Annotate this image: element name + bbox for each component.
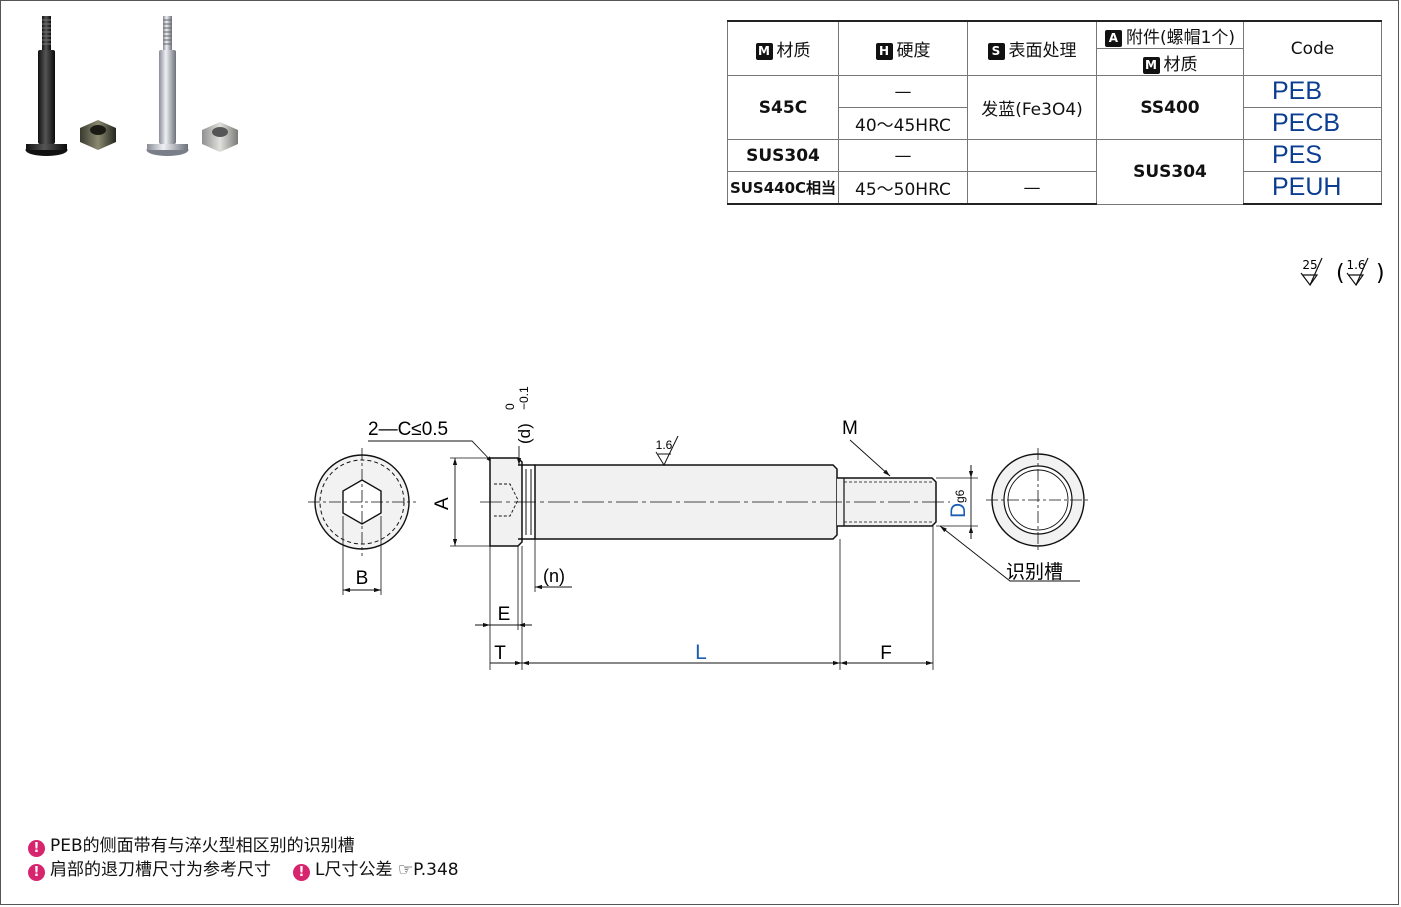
cell-hardness-sus304: — xyxy=(838,139,968,172)
cell-material-sus440c: SUS440C相当 xyxy=(727,171,839,205)
paren-close: ) xyxy=(1376,261,1385,286)
technical-drawing: B 2—C≤0.5 (d) 0 −0.1 1.6 M A D g6 识别槽 xyxy=(308,386,1090,670)
side-view-bolt xyxy=(480,457,950,547)
roughness-specified: 1.6 xyxy=(1346,258,1365,272)
dim-e: E xyxy=(498,604,511,625)
note-2: !PEB的侧面带有与淬火型相区别的识别槽肩部的退刀槽尺寸为参考尺寸!L尺寸公差 … xyxy=(28,858,459,882)
dim-f: F xyxy=(880,643,892,664)
warning-icon: ! xyxy=(28,864,45,881)
dim-d-tol-lower: −0.1 xyxy=(517,386,531,410)
dim-n: (n) xyxy=(543,566,565,586)
code-pecb[interactable]: PECB xyxy=(1243,107,1382,140)
note-1: !PEB的侧面带有与淬火型相区别的识别槽 xyxy=(28,834,459,858)
cell-hardness-sus440c: 45～50HRC xyxy=(838,171,968,205)
paren-open: ( xyxy=(1336,261,1345,286)
black-shoulder-bolt xyxy=(25,16,68,156)
thread-label: M xyxy=(842,418,858,439)
warning-icon: ! xyxy=(28,840,45,857)
accessory-badge: A xyxy=(1104,29,1122,47)
material-badge: M xyxy=(755,43,773,60)
cell-hardness-s45c-2: 40～45HRC xyxy=(838,107,968,140)
pointing-hand-icon: ☞ xyxy=(397,860,414,880)
dim-t: T xyxy=(494,643,506,664)
silver-hex-nut xyxy=(202,122,238,152)
warning-icon: ! xyxy=(293,864,310,881)
code-pes[interactable]: PES xyxy=(1243,139,1382,172)
cell-surface-sus440c: — xyxy=(967,171,1097,205)
page-reference[interactable]: P.348 xyxy=(413,860,459,880)
cell-material-s45c: S45C xyxy=(727,75,839,140)
cell-nut-s45c: SS400 xyxy=(1096,75,1244,140)
roughness-symbol: 25 ( 1.6 ) xyxy=(1300,257,1385,287)
groove-label: 识别槽 xyxy=(1006,561,1063,583)
dim-d-shaft-tol: g6 xyxy=(953,489,967,503)
roughness-general: 25 xyxy=(1302,258,1317,272)
product-photo xyxy=(25,16,238,156)
cell-material-sus304: SUS304 xyxy=(727,139,839,172)
surface-badge: S xyxy=(987,43,1005,60)
dim-l: L xyxy=(695,641,707,664)
cell-nut-sus304: SUS304 xyxy=(1096,139,1244,205)
code-peb[interactable]: PEB xyxy=(1243,75,1382,108)
header-code: Code xyxy=(1243,20,1382,76)
hardness-badge: H xyxy=(875,43,893,60)
cell-hardness-s45c-1: — xyxy=(838,75,968,108)
black-hex-nut xyxy=(80,120,116,150)
silver-shoulder-bolt xyxy=(146,16,189,156)
cell-surface-s45c: 发蓝(Fe3O4) xyxy=(967,75,1097,140)
dim-a: A xyxy=(432,497,453,510)
accessory-material-badge: M xyxy=(1142,56,1160,74)
dim-b: B xyxy=(356,568,369,589)
face-roughness: 1.6 xyxy=(656,438,673,452)
code-peuh[interactable]: PEUH xyxy=(1243,171,1382,205)
chamfer-note: 2—C≤0.5 xyxy=(368,419,448,440)
end-view-head xyxy=(308,448,416,595)
dim-d-tol-upper: 0 xyxy=(503,403,517,410)
cell-surface-sus304 xyxy=(967,139,1097,172)
notes: !PEB的侧面带有与淬火型相区别的识别槽 !PEB的侧面带有与淬火型相区别的识别… xyxy=(28,834,459,882)
dim-d-shaft: D xyxy=(947,503,970,518)
dim-d: (d) xyxy=(515,423,534,444)
end-view-thread xyxy=(986,448,1090,552)
